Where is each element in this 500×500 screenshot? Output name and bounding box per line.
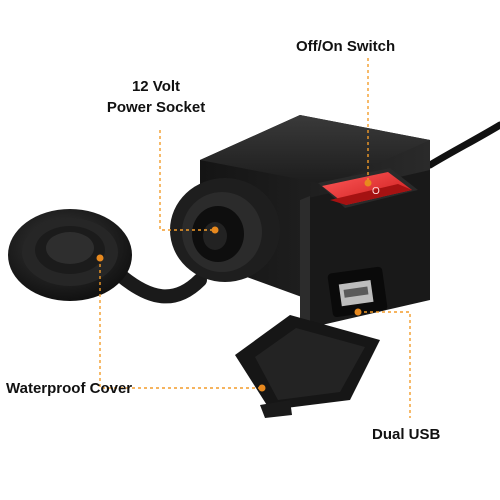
label-power-socket: 12 Volt Power Socket bbox=[92, 76, 220, 118]
label-switch: Off/On Switch bbox=[296, 38, 396, 55]
switch-glyph: O bbox=[372, 186, 380, 197]
cover-leader-dot bbox=[96, 254, 104, 262]
cap-tether bbox=[113, 268, 207, 304]
device-housing bbox=[170, 115, 430, 330]
rocker-switch bbox=[318, 168, 418, 208]
label-power-socket-line2: Power Socket bbox=[106, 99, 206, 116]
socket-leader-dot bbox=[211, 226, 219, 234]
usb-leader-dot bbox=[354, 308, 362, 316]
usb-port bbox=[327, 266, 388, 318]
switch-leader-dot bbox=[364, 179, 372, 187]
label-dual-usb: Dual USB bbox=[372, 426, 441, 443]
round-socket-cap bbox=[8, 209, 132, 301]
power-cable bbox=[426, 121, 500, 169]
usb-leader-line bbox=[358, 311, 411, 418]
label-waterproof-cover: Waterproof Cover bbox=[6, 380, 133, 397]
square-usb-cover bbox=[235, 315, 380, 418]
cover-leader-line bbox=[99, 258, 168, 389]
label-power-socket-line1: 12 Volt bbox=[131, 78, 181, 95]
cover-leader-dot-2 bbox=[258, 384, 266, 392]
